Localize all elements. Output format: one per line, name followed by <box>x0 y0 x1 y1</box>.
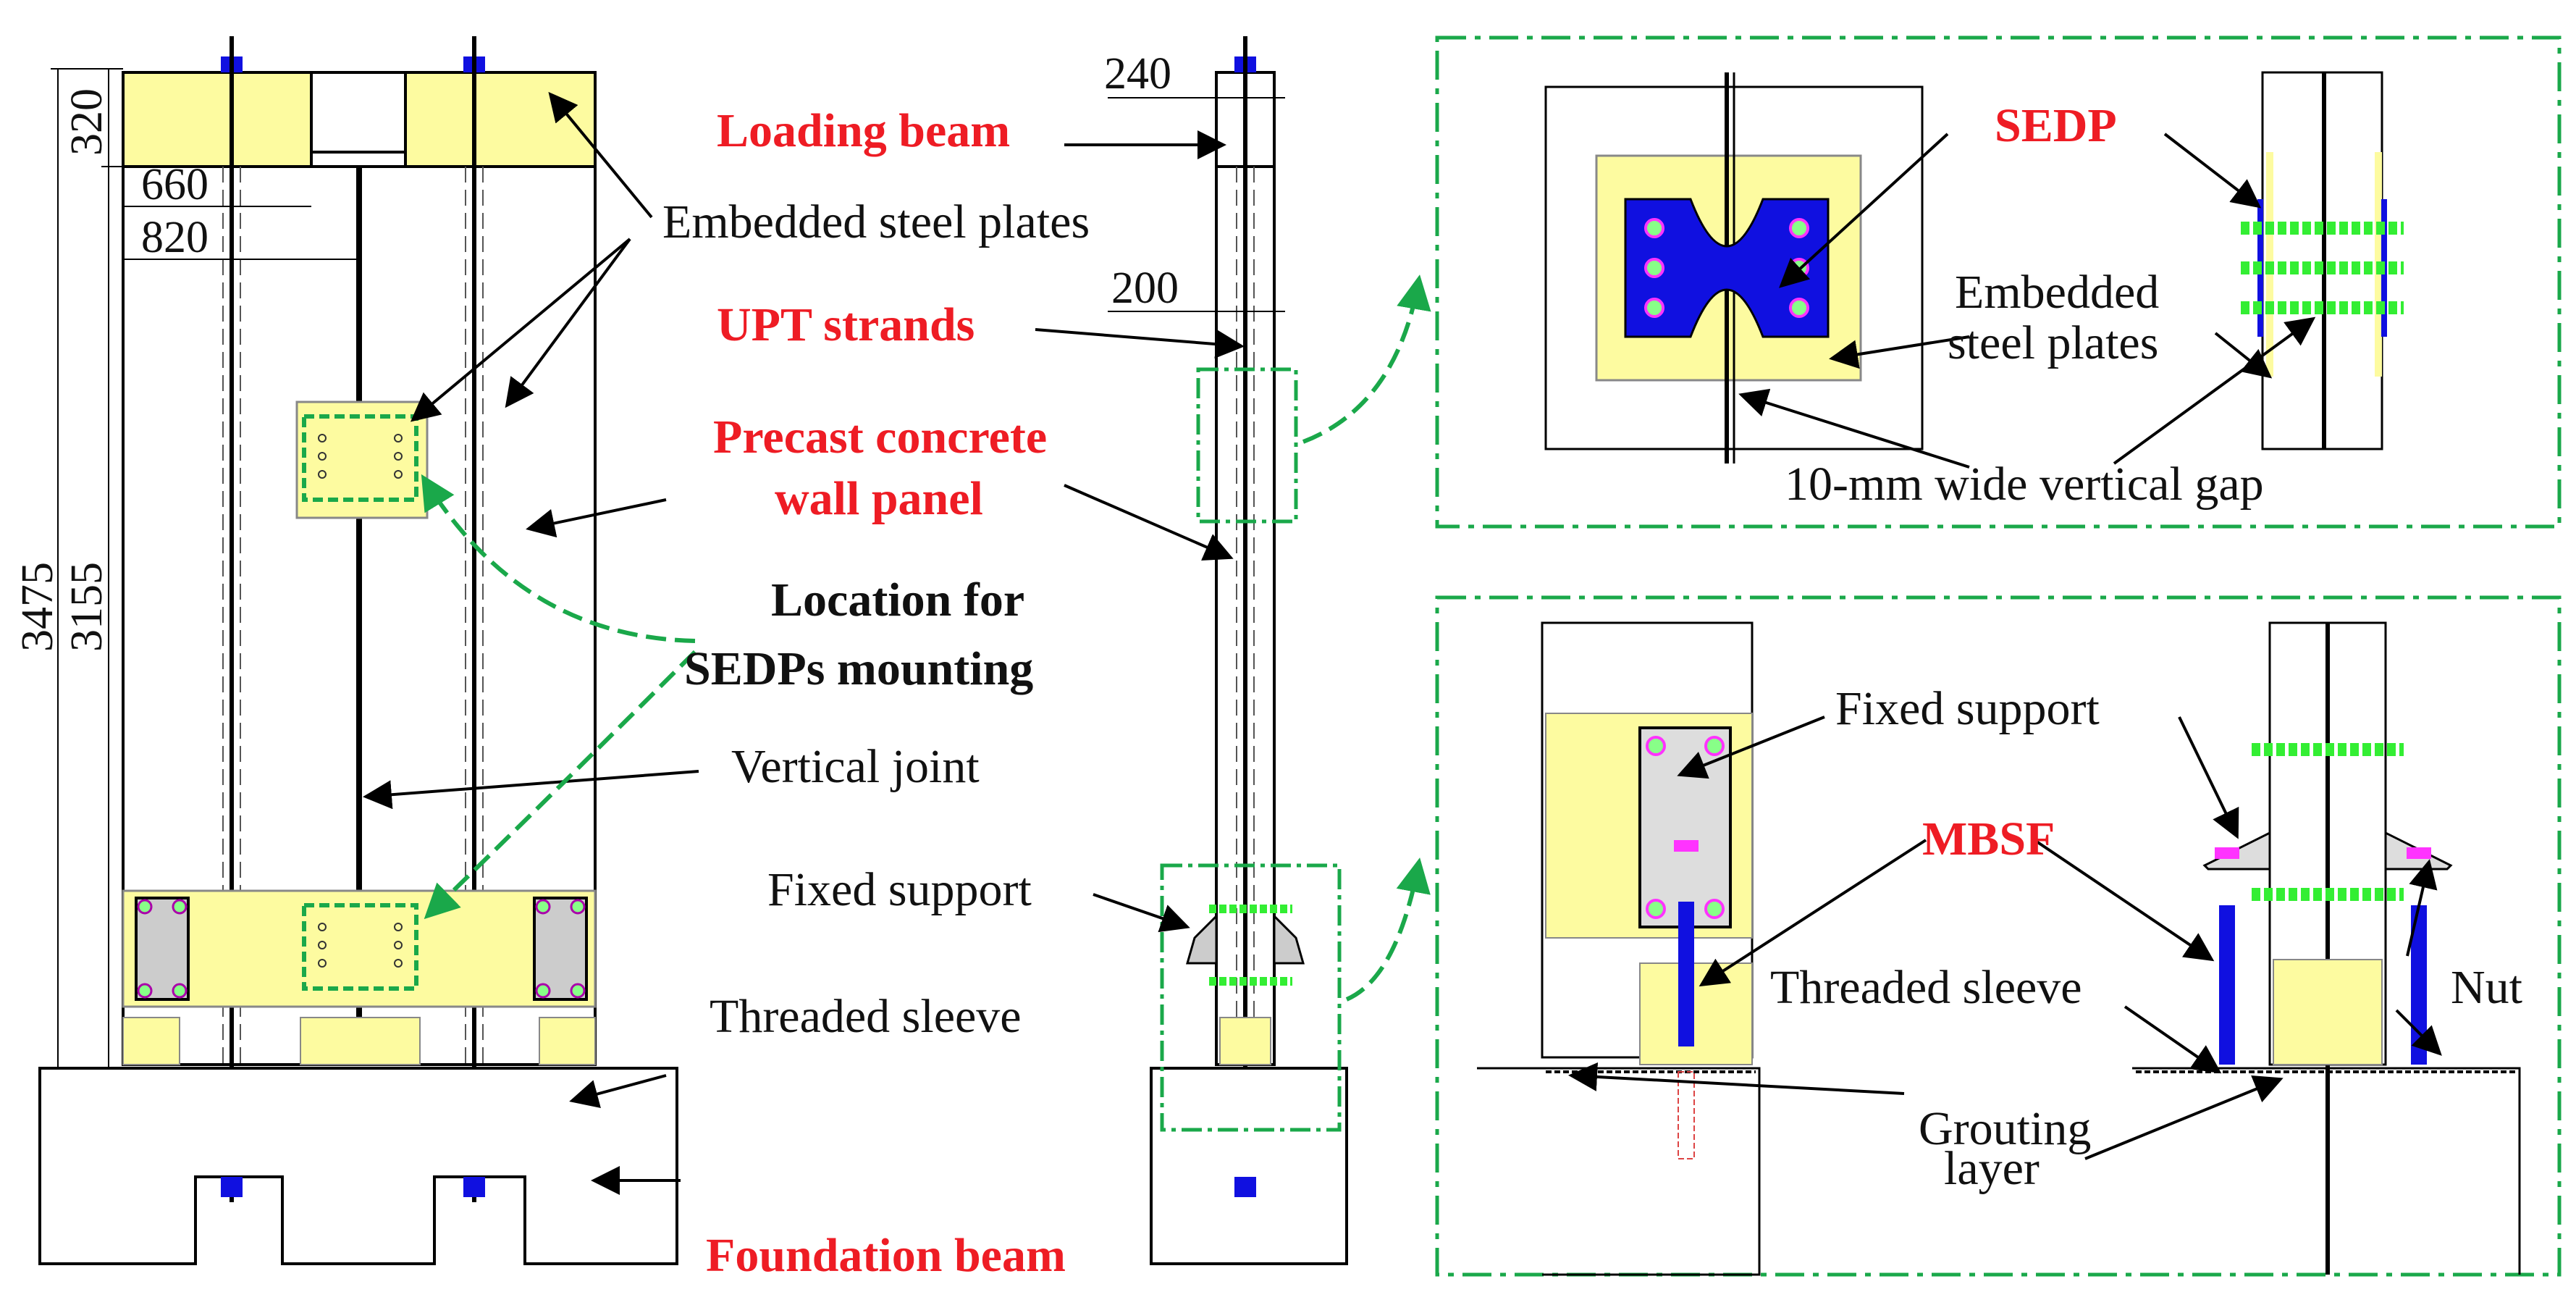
fixed-support-front-left <box>135 897 190 1001</box>
label-location-l1: Location for <box>771 574 1024 626</box>
loading-beam-left <box>122 71 313 168</box>
label-loading-beam: Loading beam <box>717 104 1010 157</box>
label-detail-fixed-support: Fixed support <box>1835 682 2100 735</box>
dim-200: 200 <box>1111 264 1179 313</box>
front-elevation <box>38 36 678 1265</box>
label-grouting-l1: Grouting <box>1919 1102 2091 1155</box>
label-foundation-beam: Foundation beam <box>706 1229 1066 1282</box>
label-embedded-l2: steel plates <box>1948 316 2158 369</box>
label-detail-threaded-sleeve: Threaded sleeve <box>1770 961 2082 1014</box>
label-embedded-plates: Embedded steel plates <box>662 196 1090 248</box>
detail-fixed-support <box>1638 726 1732 928</box>
dim-320: 320 <box>62 88 111 156</box>
label-vertical-joint: Vertical joint <box>731 740 980 793</box>
label-gap: 10-mm wide vertical gap <box>1785 458 2264 511</box>
dim-660: 660 <box>141 160 209 209</box>
sedp-plate <box>1624 198 1830 338</box>
mbsf-rod-left <box>2219 905 2235 1065</box>
label-precast-l1: Precast concrete <box>713 411 1047 463</box>
foundation-beam <box>38 1067 678 1265</box>
leader-arrows <box>363 91 1245 1195</box>
label-nut: Nut <box>2451 961 2522 1014</box>
mbsf-rod-right <box>2411 905 2427 1065</box>
loading-beam-notch <box>310 151 407 168</box>
label-embedded-l1: Embedded <box>1955 266 2159 319</box>
label-precast-l2: wall panel <box>775 472 983 525</box>
label-upt-strands: UPT strands <box>717 298 975 351</box>
detail-window-top <box>1196 367 1298 524</box>
label-location-l2: SEDPs mounting <box>684 642 1033 695</box>
mbsf-rod-front <box>1678 902 1694 1046</box>
bottom-anchor-left <box>221 1177 243 1197</box>
loading-beam-right <box>404 71 597 168</box>
label-grouting-l2: layer <box>1944 1142 2040 1195</box>
dim-3475: 3475 <box>13 562 62 652</box>
label-sedp: SEDP <box>1995 99 2117 152</box>
label-threaded-sleeve: Threaded sleeve <box>710 990 1022 1043</box>
dim-820: 820 <box>141 213 209 262</box>
detail-window-bottom <box>1160 863 1342 1132</box>
fixed-support-front-right <box>533 897 588 1001</box>
sedp-location-bottom <box>302 903 418 991</box>
detail-box-top <box>1435 35 2562 529</box>
detail-box-bottom <box>1435 595 2562 1277</box>
dim-3155: 3155 <box>62 562 111 652</box>
green-leaders <box>421 274 1431 1002</box>
label-mbsf: MBSF <box>1922 813 2055 865</box>
label-fixed-support: Fixed support <box>767 863 1032 916</box>
side-foundation <box>1150 1067 1348 1265</box>
side-elevation <box>1108 36 1348 1265</box>
bottom-anchor-right <box>463 1177 485 1197</box>
dim-240: 240 <box>1104 49 1171 98</box>
sedp-location-mid <box>302 414 418 502</box>
